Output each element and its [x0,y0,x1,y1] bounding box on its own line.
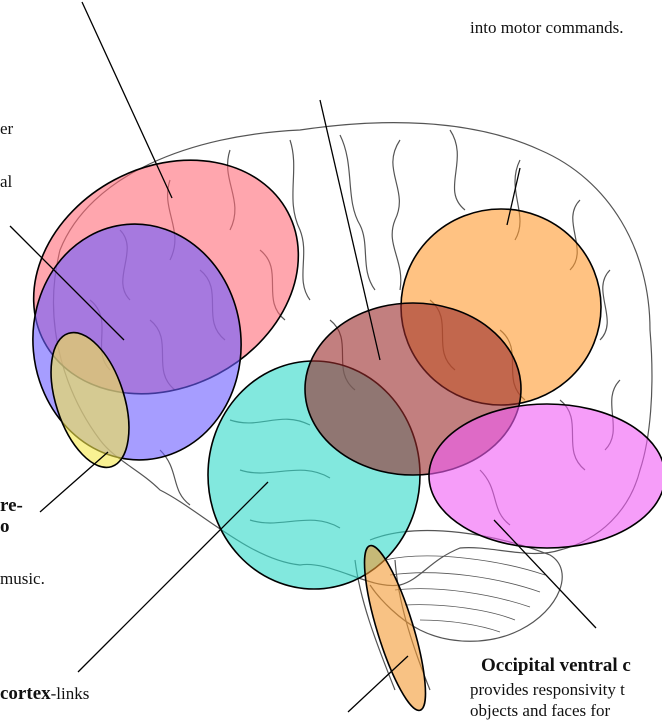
leader-line-teal [78,482,268,672]
left-bold-label-line-1: re- [0,496,23,516]
left-caption-fragment-1: er [0,119,13,139]
leader-line-red [82,2,172,198]
left-bold-label-line-2: o [0,517,10,537]
bottom-left-caption: cortex-links [0,684,89,704]
bottom-left-bold-term: cortex [0,683,51,704]
bottom-left-rest: -links [51,684,90,703]
left-caption-fragment-2: al [0,172,12,192]
occipital-caption-line-2: objects and faces for [470,701,610,721]
top-right-caption: into motor commands. [470,18,623,38]
brain-regions [0,115,662,715]
occipital-title: Occipital ventral c [481,656,631,676]
occipital-caption-line-1: provides responsivity t [470,680,625,700]
leader-line-yellow [40,452,108,512]
left-music-caption: music. [0,569,45,589]
magenta-region [429,404,662,548]
